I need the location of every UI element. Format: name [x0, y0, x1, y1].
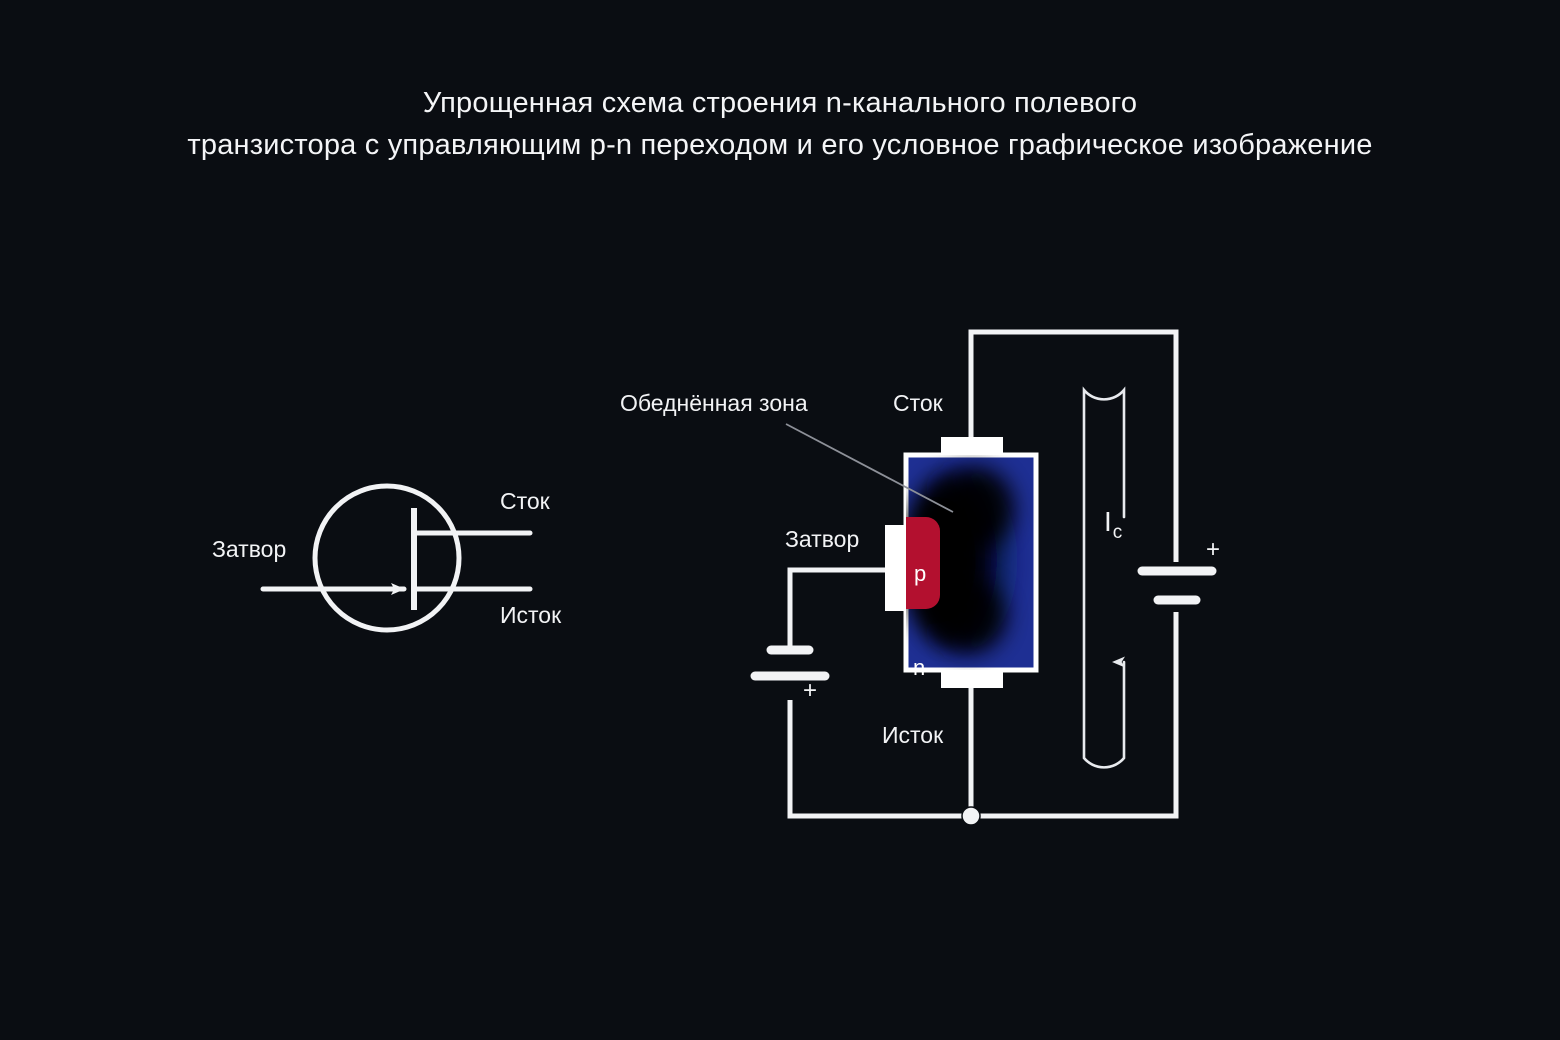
- drain-circuit-top-wire: [968, 329, 1179, 562]
- symbol-source-label: Исток: [500, 602, 562, 628]
- symbol-gate-label: Затвор: [212, 536, 287, 562]
- structure-source-label: Исток: [882, 722, 944, 748]
- drain-contact-tab: [941, 437, 1003, 457]
- structure-drain-label: Сток: [893, 390, 943, 416]
- symbol-drain-label: Сток: [500, 488, 550, 514]
- drain-current-label: Ic: [1104, 506, 1122, 543]
- drain-battery-polarity-label: +: [1206, 536, 1221, 563]
- depletion-zone-label: Обеднённая зона: [620, 390, 808, 416]
- drain-circuit-bottom-wire: [971, 612, 1179, 819]
- gate-circuit-top-wire: [787, 567, 898, 650]
- structure-gate-label: Затвор: [785, 526, 860, 552]
- source-contact-tab: [941, 668, 1003, 688]
- depletion-leader-line: [785, 423, 954, 513]
- source-junction-node: [961, 806, 981, 826]
- current-subscript: c: [1112, 522, 1123, 543]
- n-region-label: n: [913, 655, 926, 680]
- jfet-symbol-group: [260, 483, 533, 633]
- structure-circuit-group: [750, 329, 1217, 826]
- current-direction-loop: [1082, 386, 1126, 769]
- gate-circuit-bottom-wire: [787, 700, 971, 819]
- p-type-region: [906, 517, 940, 609]
- symbol-envelope-circle: [312, 483, 462, 633]
- current-symbol: I: [1104, 506, 1112, 537]
- p-region-label: p: [914, 561, 927, 586]
- gate-battery-polarity-label: +: [803, 677, 818, 704]
